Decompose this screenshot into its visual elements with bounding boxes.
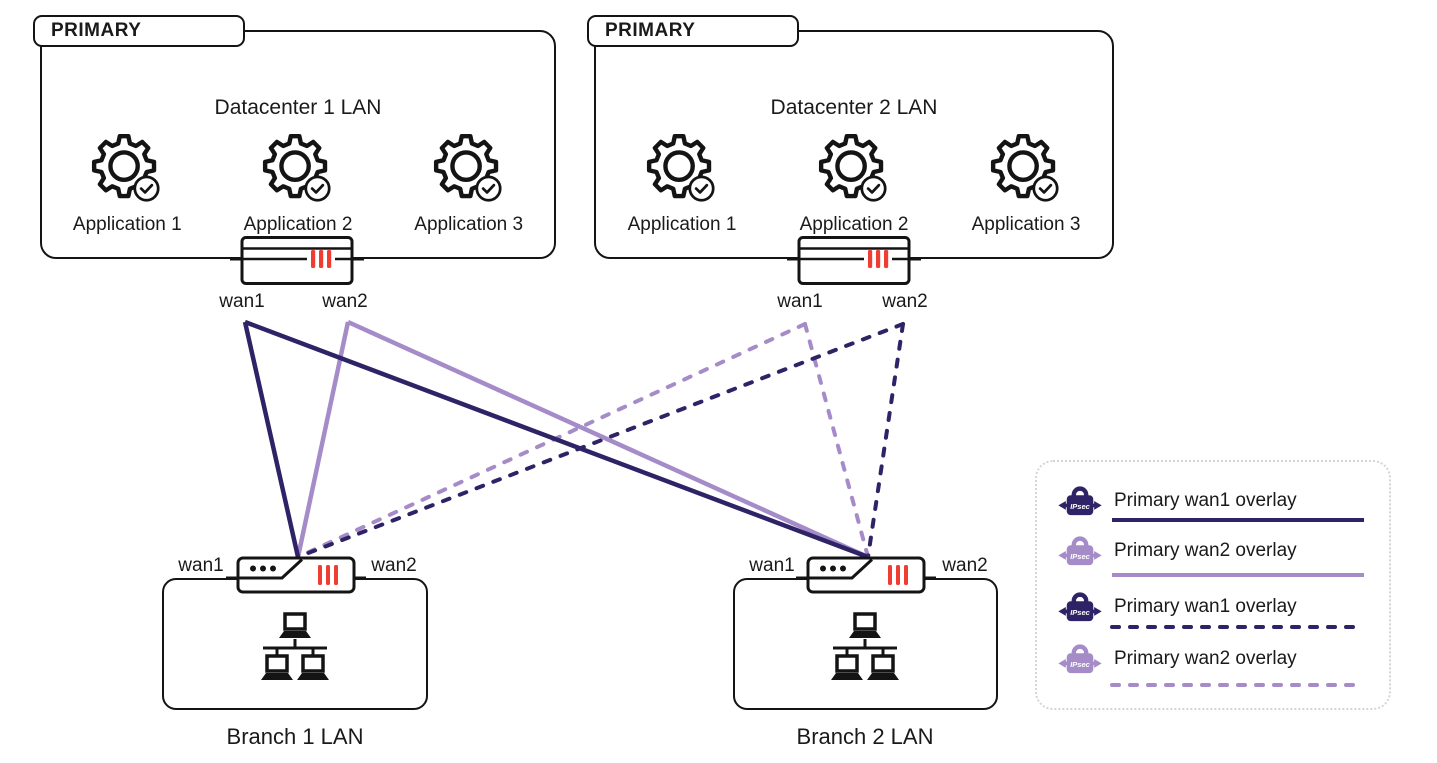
datacenter2-title: Datacenter 2 LAN <box>770 96 938 119</box>
overlay-link-datacenter1-wan2-to-branch1-router <box>295 321 351 558</box>
branch2-title: Branch 2 LAN <box>796 724 934 749</box>
application-label: Application 1 <box>627 214 737 235</box>
application-label: Application 3 <box>971 214 1081 235</box>
datacenter1-box: Datacenter 1 LAN Application 1 Applicati… <box>40 30 556 259</box>
datacenter2-applications: Application 1 Application 2 Application … <box>596 132 1112 236</box>
overlay-link-datacenter1-wan2-to-branch2-router <box>347 319 869 560</box>
branch1-wan2-label: wan2 <box>371 555 417 576</box>
primary-tag-label: PRIMARY <box>51 20 142 41</box>
datacenter1-title: Datacenter 1 LAN <box>214 96 382 119</box>
datacenter2-primary-tab: PRIMARY <box>587 15 799 47</box>
overlay-link-datacenter2-wan1-to-branch2-router <box>803 322 870 559</box>
overlay-link-datacenter1-wan1-to-branch2-router <box>244 319 869 560</box>
application-gear-check-icon <box>815 132 893 210</box>
legend-line-sample <box>1109 676 1367 687</box>
ipsec-lock-icon: IPsec <box>1057 589 1103 625</box>
legend-label: Primary wan2 overlay <box>1114 540 1297 561</box>
datacenter2-wan1-label: wan1 <box>777 291 823 312</box>
datacenter1-wan2-label: wan2 <box>322 291 368 312</box>
svg-text:IPsec: IPsec <box>1070 552 1090 561</box>
branch1-firewall-icon <box>226 556 366 601</box>
application-label: Application 3 <box>414 214 524 235</box>
svg-text:IPsec: IPsec <box>1070 660 1090 669</box>
application-1: Application 1 <box>596 132 768 236</box>
branch2-lan-network-icon <box>823 612 907 691</box>
overlay-link-datacenter2-wan2-to-branch1-router <box>296 322 905 559</box>
branch1-wan1-label: wan1 <box>178 555 224 576</box>
application-gear-check-icon <box>643 132 721 210</box>
legend-box: IPsec Primary wan1 overlay IPsec Primary… <box>1035 460 1391 710</box>
svg-text:IPsec: IPsec <box>1070 608 1090 617</box>
branch2-firewall-icon <box>796 556 936 601</box>
ipsec-lock-icon: IPsec <box>1057 641 1103 677</box>
svg-text:IPsec: IPsec <box>1070 502 1090 511</box>
branch1-title: Branch 1 LAN <box>226 724 364 749</box>
application-2: Application 2 <box>213 132 384 236</box>
application-gear-check-icon <box>88 132 166 210</box>
datacenter1-primary-tab: PRIMARY <box>33 15 245 47</box>
application-gear-check-icon <box>259 132 337 210</box>
overlay-link-datacenter2-wan1-to-branch1-router <box>296 322 807 559</box>
datacenter1-wan1-label: wan1 <box>219 291 265 312</box>
branch2-wan2-label: wan2 <box>942 555 988 576</box>
application-label: Application 2 <box>799 214 909 235</box>
datacenter2-box: Datacenter 2 LAN Application 1 Applicati… <box>594 30 1114 259</box>
application-2: Application 2 <box>768 132 940 236</box>
branch1-lan-network-icon <box>253 612 337 691</box>
ipsec-lock-icon: IPsec <box>1057 533 1103 569</box>
legend-line-sample <box>1109 511 1367 522</box>
application-gear-check-icon <box>430 132 508 210</box>
datacenter2-router-icon <box>787 236 921 291</box>
legend-line-sample <box>1109 618 1367 629</box>
datacenter1-applications: Application 1 Application 2 Application … <box>42 132 554 236</box>
overlay-link-datacenter2-wan2-to-branch2-router <box>866 322 905 559</box>
overlay-link-datacenter1-wan1-to-branch1-router <box>242 321 301 558</box>
datacenter1-router-icon <box>230 236 364 291</box>
legend-label: Primary wan2 overlay <box>1114 648 1297 669</box>
application-label: Application 2 <box>243 214 353 235</box>
application-label: Application 1 <box>72 214 182 235</box>
application-3: Application 3 <box>383 132 554 236</box>
datacenter2-wan2-label: wan2 <box>882 291 928 312</box>
primary-tag-label: PRIMARY <box>605 20 696 41</box>
legend-label: Primary wan1 overlay <box>1114 596 1297 617</box>
legend-line-sample <box>1109 566 1367 577</box>
application-gear-check-icon <box>987 132 1065 210</box>
application-3: Application 3 <box>940 132 1112 236</box>
legend-label: Primary wan1 overlay <box>1114 490 1297 511</box>
ipsec-lock-icon: IPsec <box>1057 483 1103 519</box>
branch2-wan1-label: wan1 <box>749 555 795 576</box>
application-1: Application 1 <box>42 132 213 236</box>
